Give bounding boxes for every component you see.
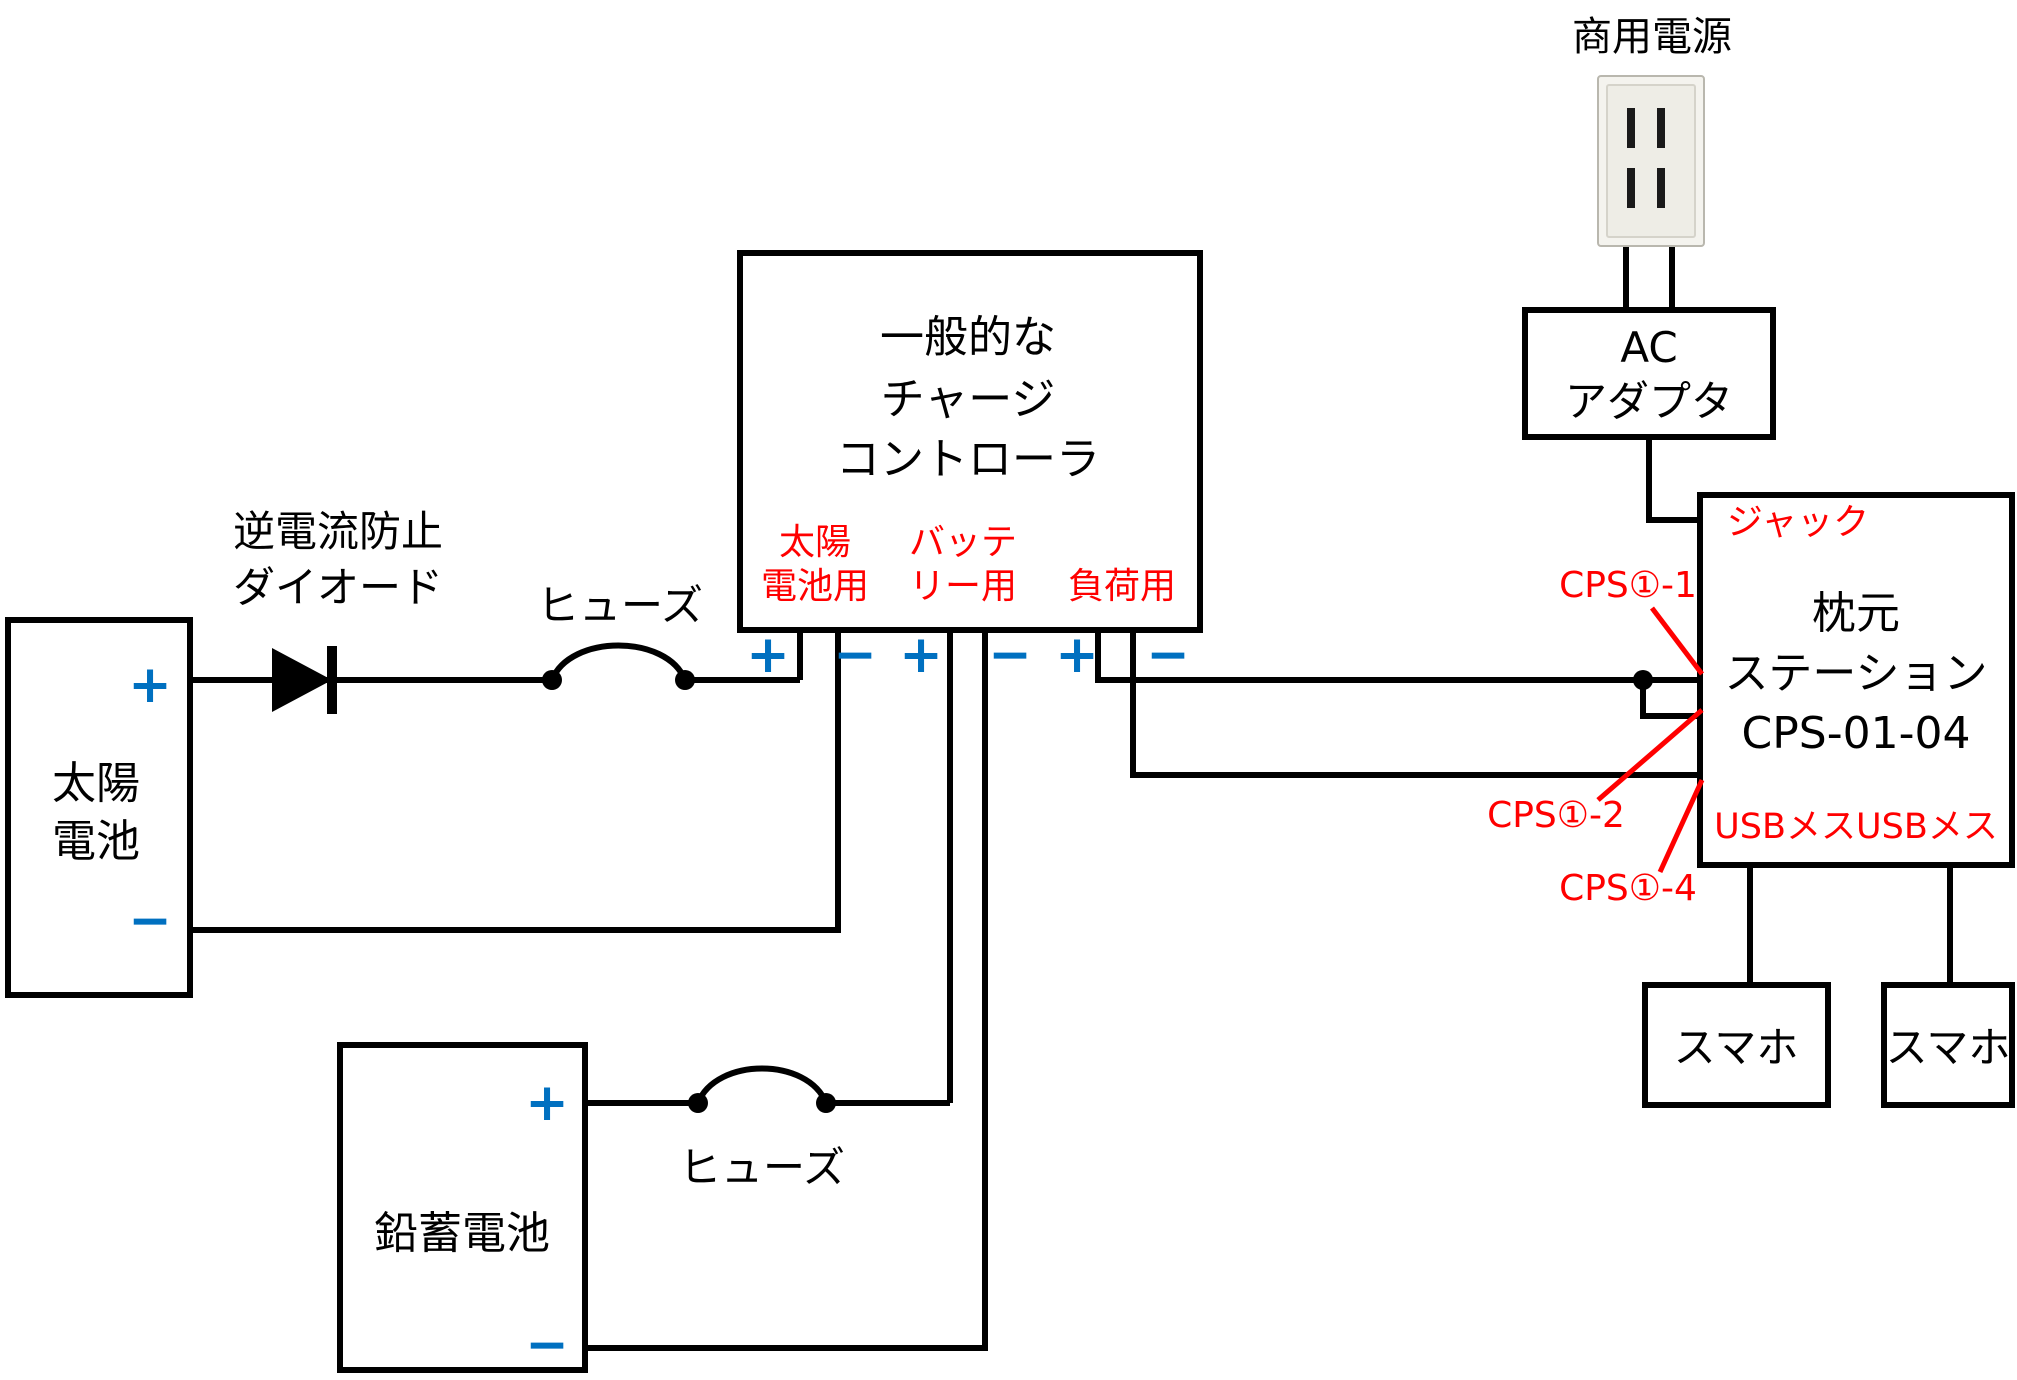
diode-label-line1: 逆電流防止 [233, 507, 443, 556]
ac-adapter-box [1522, 307, 1776, 440]
usb-female-label: USBメスUSBメス [1714, 807, 1998, 847]
pin-pointer-line-4 [1657, 778, 1705, 874]
smartphone-right-box [1881, 982, 2015, 1108]
outlet-inner-plate [1606, 84, 1696, 238]
smartphone-left-label: スマホ [1674, 1023, 1799, 1072]
polarity-solar-minus: − [833, 625, 877, 685]
polarity-battery-plus: + [899, 625, 943, 685]
polarity-battery-minus: − [988, 625, 1032, 685]
wire-solar-minus [190, 627, 841, 933]
solar-cell-label-line2: 電池 [52, 816, 140, 867]
solar-cell-box [5, 617, 193, 998]
station-model-number: CPS-01-04 [1742, 708, 1971, 759]
commercial-power-label: 商用電源 [1572, 14, 1732, 60]
pin-pointer-line-2 [1596, 708, 1704, 802]
outlet-slot-icon [1627, 108, 1635, 148]
fuse-bottom-dot-right [816, 1093, 836, 1113]
outlet-slot-icon [1627, 168, 1635, 208]
battery-minus-sign: − [525, 1315, 569, 1375]
station-name-line2: ステーション [1724, 648, 1987, 699]
outlet-slot-icon [1657, 108, 1665, 148]
fuse-top-label: ヒューズ [537, 581, 703, 630]
battery-plus-sign: + [525, 1073, 569, 1133]
solar-cell-label-line1: 太陽 [52, 758, 140, 809]
pin-label-cps1-2: CPS①-2 [1487, 795, 1625, 836]
polarity-load-plus: + [1055, 625, 1099, 685]
terminal-solar-label-line2: 電池用 [761, 566, 869, 607]
pin-label-cps1-4: CPS①-4 [1559, 868, 1697, 909]
diode-symbol [272, 646, 337, 714]
terminal-battery-label-line1: バッテ [909, 522, 1017, 563]
fuse-top-dot-right [675, 670, 695, 690]
wire-adapter-to-jack [1646, 437, 1700, 523]
wires [190, 246, 1953, 1351]
fuse-bottom-dot-left [688, 1093, 708, 1113]
lead-battery-label: 鉛蓄電池 [374, 1208, 550, 1259]
solar-minus-sign: − [128, 891, 172, 951]
controller-title-line2: チャージ [881, 374, 1056, 425]
controller-title-line1: 一般的な [880, 312, 1056, 363]
terminal-battery-label-line2: リー用 [909, 566, 1017, 607]
polarity-solar-plus: + [746, 625, 790, 685]
pin-label-cps1-1: CPS①-1 [1559, 565, 1697, 606]
diode-triangle-icon [272, 648, 332, 712]
fuse-top-arc-icon [549, 642, 688, 682]
wire-load-plus-branch [1640, 680, 1700, 719]
junction-dot [1633, 670, 1653, 690]
wire-load-plus [1095, 627, 1700, 683]
terminal-load-label: 負荷用 [1068, 566, 1176, 607]
wire-battery-minus [585, 627, 988, 1351]
smartphone-right-label: スマホ [1886, 1023, 2011, 1072]
station-box [1697, 492, 2015, 868]
lead-battery-box [337, 1042, 588, 1373]
ac-adapter-label-line1: AC [1620, 323, 1677, 372]
pin-pointer-line-1 [1650, 606, 1704, 676]
fuse-bottom-symbol [688, 1065, 836, 1113]
outlet-slot-icon [1657, 168, 1665, 208]
smartphone-left-box [1642, 982, 1831, 1108]
outlet-image [1597, 75, 1705, 247]
fuse-bottom-label: ヒューズ [679, 1143, 845, 1192]
polarity-load-minus: − [1146, 625, 1190, 685]
fuse-top-dot-left [542, 670, 562, 690]
fuse-bottom-arc-icon [695, 1065, 829, 1105]
fuse-top-symbol [542, 642, 695, 690]
diode-label-line2: ダイオード [233, 563, 443, 612]
solar-plus-sign: + [128, 655, 172, 715]
charge-controller-box [737, 250, 1203, 633]
terminal-solar-label-line1: 太陽 [779, 522, 851, 563]
jack-label: ジャック [1727, 502, 1869, 543]
wire-load-minus [1130, 627, 1700, 778]
ac-adapter-label-line2: アダプタ [1565, 377, 1733, 426]
station-name-line1: 枕元 [1812, 588, 1900, 639]
controller-title-line3: コントローラ [836, 434, 1100, 485]
